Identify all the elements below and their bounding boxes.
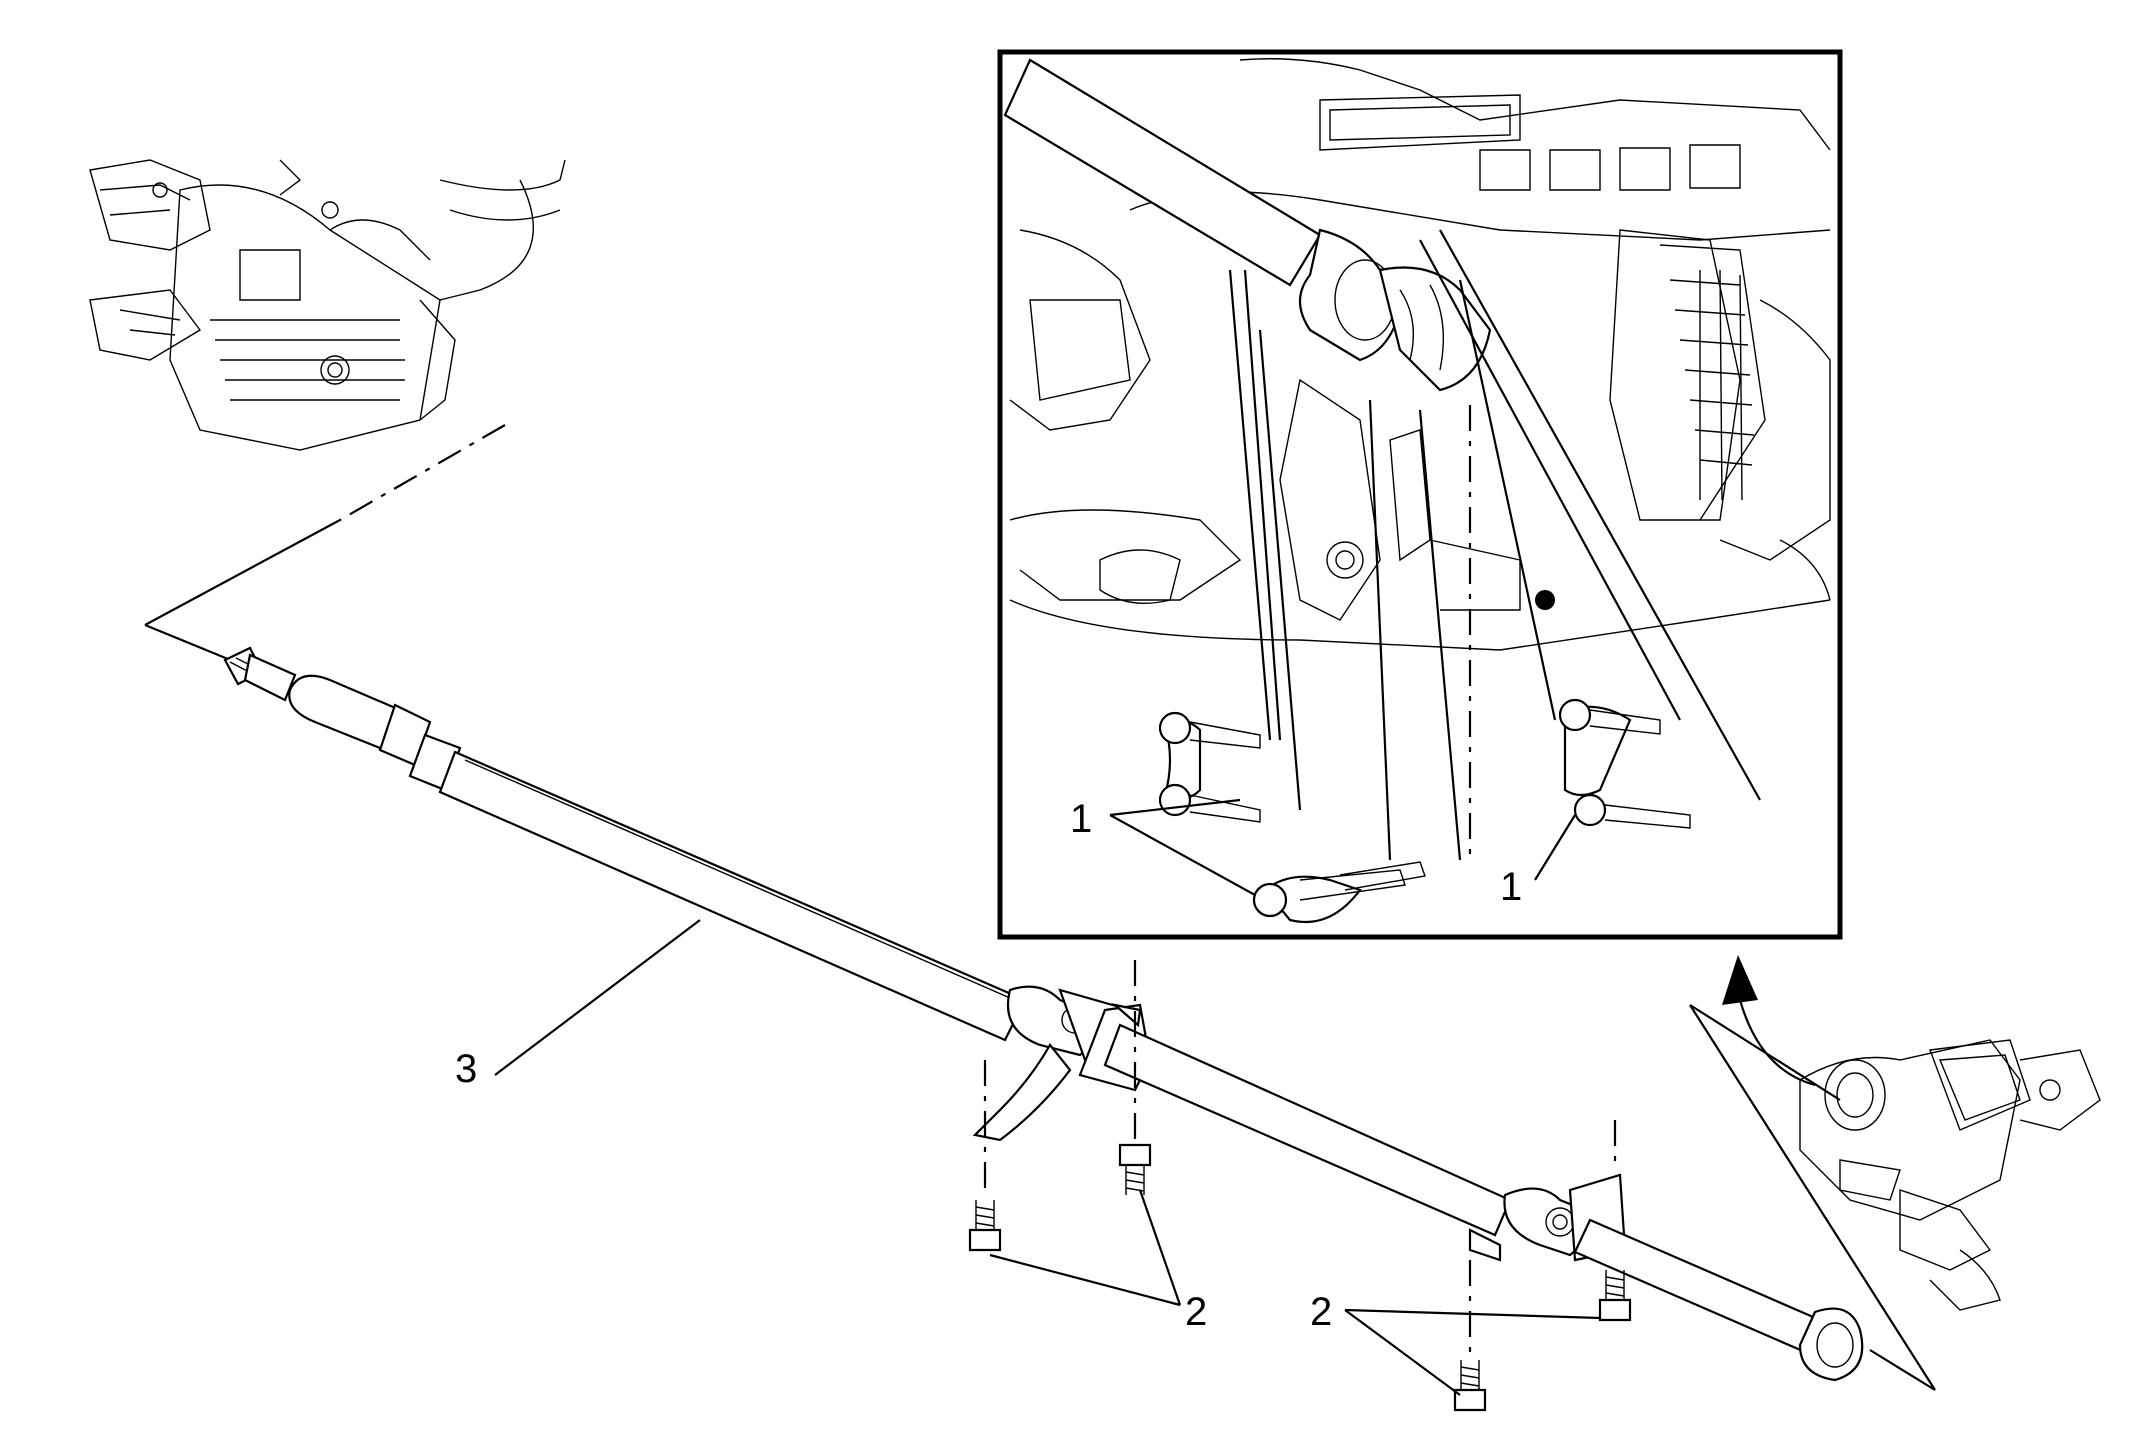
detail-inset: 1 1	[997, 49, 1843, 940]
callout-bolts-front: 2	[1185, 1290, 1207, 1334]
transfer-case-view	[1689, 1004, 2101, 1391]
callout-inset-bolts-left: 1	[1070, 797, 1092, 841]
leader-2c	[1344, 1308, 1601, 1320]
callout-driveshaft: 3	[455, 1047, 477, 1091]
leader-2b	[1138, 1189, 1182, 1306]
propeller-shaft	[223, 646, 1864, 1382]
callout-bolts-rear: 2	[1310, 1290, 1332, 1334]
callout-inset-bolts-right: 1	[1500, 865, 1522, 909]
transmission-housing	[89, 159, 566, 451]
bolt-group-rear	[1453, 1120, 1632, 1412]
leader-2a	[989, 1253, 1181, 1307]
leader-2d	[1344, 1309, 1461, 1396]
bolt-group-front	[968, 960, 1152, 1252]
leader-3	[494, 919, 701, 1076]
arrow-up-icon	[1722, 955, 1816, 1087]
